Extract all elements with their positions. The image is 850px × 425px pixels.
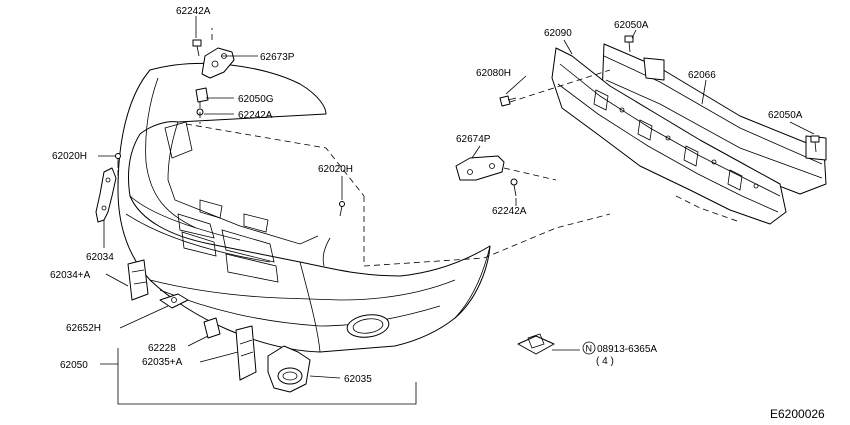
bracket-62674P (455, 155, 505, 181)
n-circle-icon (582, 341, 596, 355)
label-62242A-top: 62242A (176, 6, 211, 17)
bumper-fascia (117, 62, 491, 353)
assembly-dashed-lines (117, 28, 741, 267)
clip-62652H (159, 293, 189, 309)
absorber-62090 (551, 47, 787, 225)
label-08913-qty: ( 4 ) (596, 356, 614, 367)
label-62050: 62050 (60, 360, 88, 371)
label-08913: 08913-6365A (597, 344, 657, 355)
label-62228: 62228 (148, 343, 176, 354)
bolt-62020H-center (339, 201, 345, 217)
label-62035A: 62035+A (142, 357, 183, 368)
bracket-62035A (235, 325, 257, 381)
bracket-62034A (127, 259, 149, 301)
clip-nut-08913 (517, 333, 555, 355)
bracket-62035 (267, 345, 311, 393)
label-08913-group: N 08913-6365A ( 4 ) (582, 341, 657, 367)
clip-62080H (499, 95, 517, 107)
label-62674P: 62674P (456, 134, 491, 145)
clip-62228 (203, 317, 221, 339)
label-62652H: 62652H (66, 323, 101, 334)
label-62242A-right: 62242A (492, 206, 527, 217)
diagram-code: E6200026 (770, 407, 825, 421)
label-62020H-center: 62020H (318, 164, 353, 175)
clip-62050G (195, 87, 209, 103)
n-circle-letter: N (586, 344, 593, 354)
label-62035: 62035 (344, 374, 372, 385)
label-62050G: 62050G (238, 94, 274, 105)
label-62080H: 62080H (476, 68, 511, 79)
bolt-62242A-top (192, 39, 202, 57)
label-62673P: 62673P (260, 52, 295, 63)
bolt-62242A-right (510, 178, 518, 197)
leader-lines (98, 16, 815, 405)
label-62066: 62066 (688, 70, 716, 81)
label-62034: 62034 (86, 252, 114, 263)
label-62034A: 62034+A (50, 270, 91, 281)
label-62050A-right: 62050A (768, 110, 803, 121)
label-62050A-top: 62050A (614, 20, 649, 31)
bracket-62034 (95, 167, 117, 223)
bolt-62050A-right (810, 135, 820, 153)
label-62242A-mid: 62242A (238, 110, 273, 121)
label-62090: 62090 (544, 28, 572, 39)
label-62020H-left: 62020H (52, 151, 87, 162)
bolt-62050A-top (624, 35, 634, 53)
